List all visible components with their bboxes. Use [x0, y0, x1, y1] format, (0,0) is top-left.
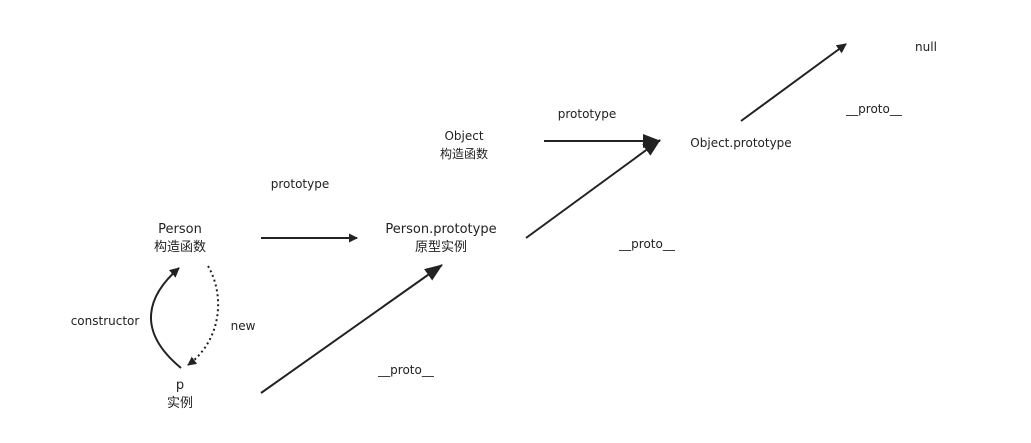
node-person-prototype-name: Person.prototype — [385, 222, 497, 237]
edge-object-prototype-proto — [740, 43, 847, 122]
node-object-prototype: Object.prototype — [681, 134, 801, 152]
label-proto-instance-text: __proto__ — [378, 363, 434, 377]
node-null: null — [906, 38, 946, 56]
label-proto-person-prototype: __proto__ — [611, 235, 683, 253]
node-object-name: Object — [444, 129, 484, 143]
edge-constructor — [150, 267, 182, 369]
label-proto-object-prototype: __proto__ — [838, 100, 910, 118]
label-person-prototype-text: prototype — [270, 177, 330, 191]
label-proto-person-prototype-text: __proto__ — [619, 237, 675, 251]
node-null-name: null — [915, 40, 937, 54]
node-person-prototype-desc: 原型实例 — [414, 240, 467, 255]
node-person-prototype: Person.prototype 原型实例 — [376, 221, 506, 257]
label-new-text: new — [230, 319, 256, 333]
node-instance-desc: 实例 — [166, 396, 193, 411]
label-constructor-text: constructor — [70, 314, 140, 328]
node-object-desc: 构造函数 — [439, 147, 488, 161]
label-proto-instance: __proto__ — [370, 361, 442, 379]
label-proto-object-prototype-text: __proto__ — [846, 102, 902, 116]
label-person-prototype: prototype — [262, 175, 338, 193]
node-object-prototype-name: Object.prototype — [690, 136, 792, 150]
node-person-desc: 构造函数 — [153, 240, 206, 255]
label-object-prototype: prototype — [549, 105, 625, 123]
label-new: new — [226, 317, 260, 335]
edge-new — [187, 265, 220, 366]
node-instance: p 实例 — [160, 377, 200, 413]
node-person: Person 构造函数 — [130, 221, 230, 257]
node-object: Object 构造函数 — [419, 127, 509, 163]
label-object-prototype-text: prototype — [557, 107, 617, 121]
label-constructor: constructor — [62, 312, 148, 330]
node-instance-name: p — [175, 378, 185, 393]
edge-instance-proto — [260, 264, 443, 394]
edge-person-prototype-proto — [525, 139, 661, 239]
node-person-name: Person — [158, 222, 202, 237]
